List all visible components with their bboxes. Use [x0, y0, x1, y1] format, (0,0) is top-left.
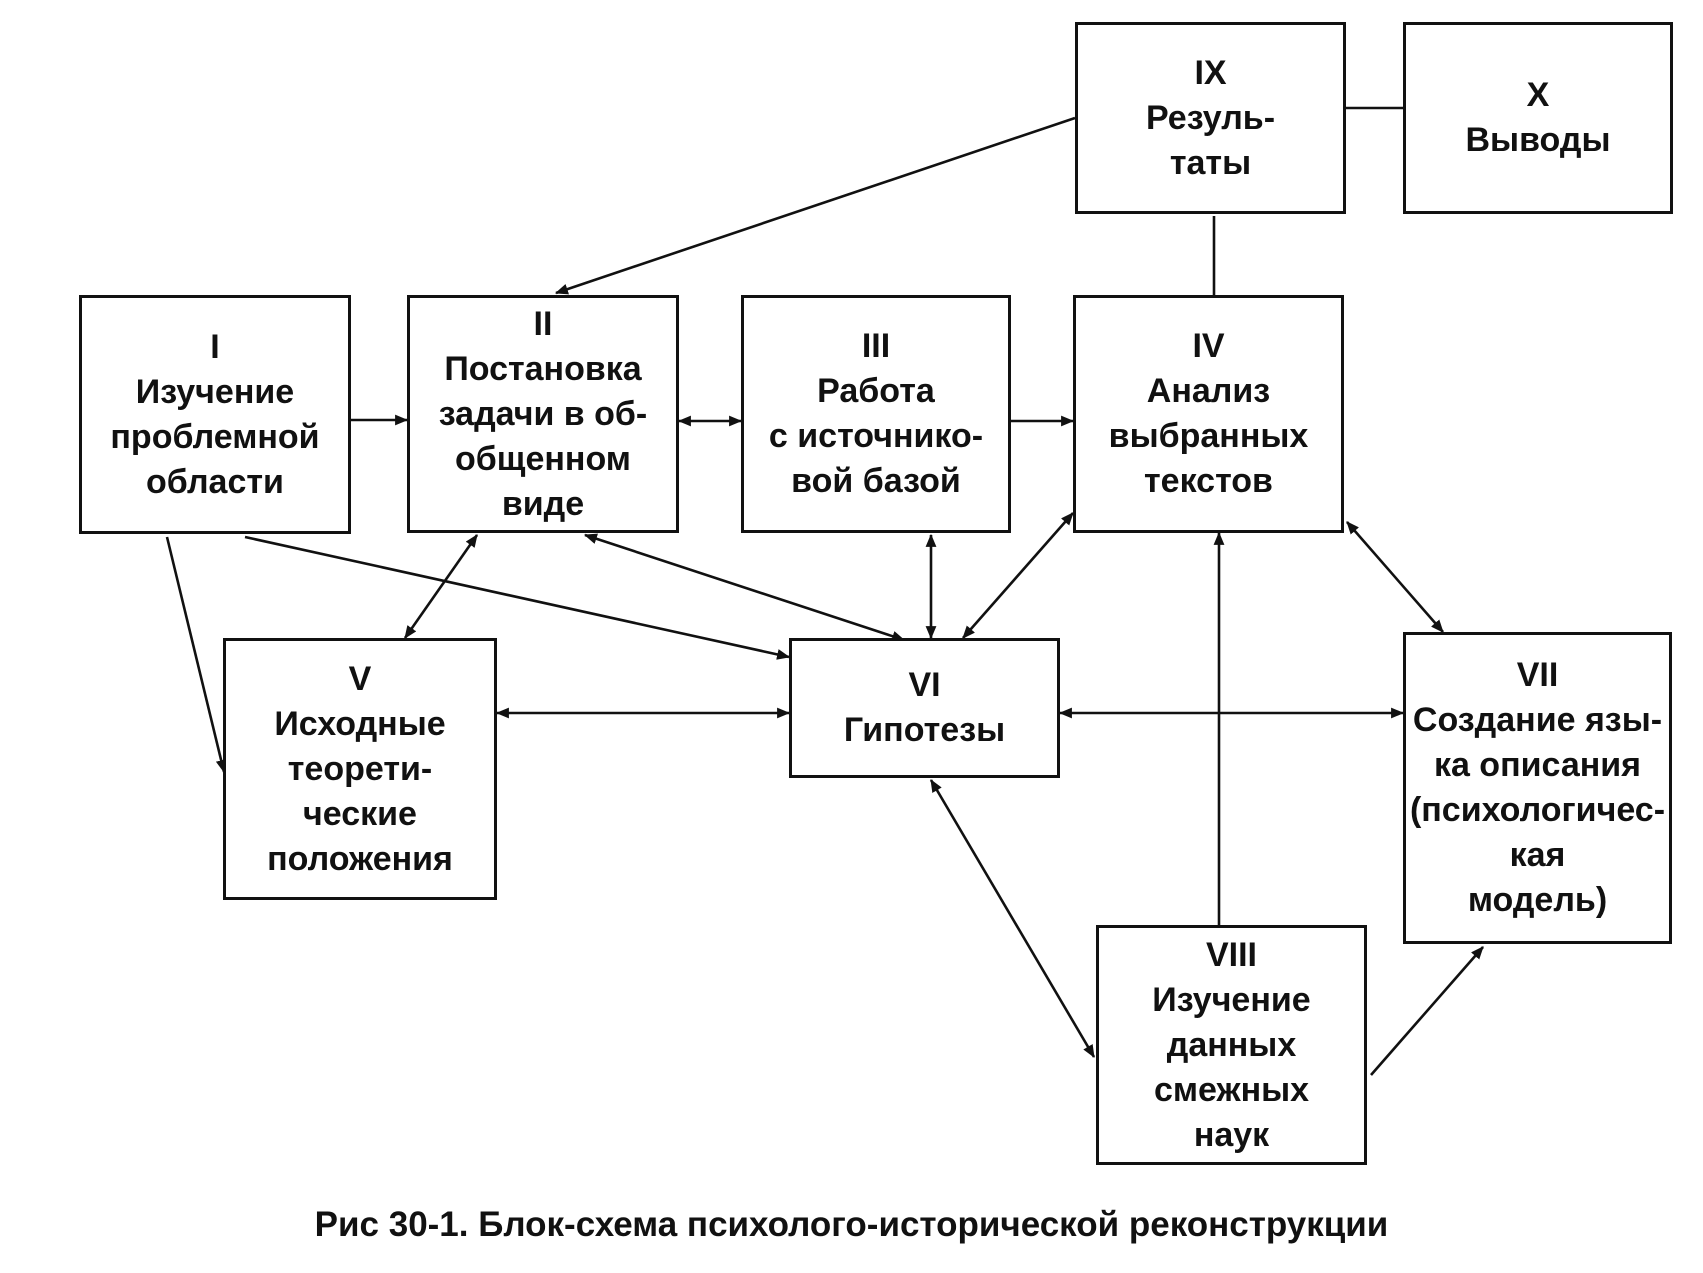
box-II-task-statement: II Постановка задачи в об- общенном виде: [407, 295, 679, 533]
box-IX-results: IX Резуль- таты: [1075, 22, 1346, 214]
figure-caption: Рис 30-1. Блок-схема психолого-историчес…: [314, 1205, 1389, 1244]
box-VIII-related-sciences: VIII Изучение данных смежных наук: [1096, 925, 1367, 1165]
box-number: II: [533, 304, 553, 343]
box-label: Гипотезы: [843, 711, 1006, 749]
connector-VIII-VII: [1370, 946, 1484, 1076]
box-number: III: [861, 327, 891, 365]
box-number: V: [348, 659, 372, 698]
box-number: I: [210, 327, 220, 366]
box-label: Выводы: [1465, 121, 1611, 159]
connector-IV-VII: [1346, 521, 1444, 633]
connector-VI-VIII: [929, 779, 1096, 1058]
box-label: Изучение данных смежных наук: [1152, 980, 1311, 1154]
box-III-source-base-work: III Работа с источнико- вой базой: [741, 295, 1011, 533]
box-label: Изучение проблемной области: [110, 372, 320, 501]
box-label: Создание язы- ка описания (психологичес-…: [1409, 701, 1666, 919]
box-I-problem-area-study: I Изучение проблемной области: [79, 295, 351, 534]
box-label: Анализ выбранных текстов: [1108, 372, 1309, 500]
box-number: VIII: [1205, 935, 1258, 974]
connector-I-V: [165, 536, 227, 774]
connector-IX-II: [554, 116, 1076, 295]
box-number: VII: [1516, 656, 1559, 694]
box-number: X: [1526, 76, 1550, 114]
box-IV-text-analysis: IV Анализ выбранных текстов: [1073, 295, 1344, 533]
box-VI-hypotheses: VI Гипотезы: [789, 638, 1060, 778]
box-label: Исходные теорети- ческие положения: [267, 704, 453, 878]
box-VII-description-language: VII Создание язы- ка описания (психологи…: [1403, 632, 1672, 944]
box-V-theoretical-positions: V Исходные теорети- ческие положения: [223, 638, 497, 900]
box-number: IV: [1192, 327, 1225, 365]
box-label: Работа с источнико- вой базой: [768, 372, 984, 500]
box-label: Постановка задачи в об- общенном виде: [438, 349, 648, 523]
box-X-conclusions: X Выводы: [1403, 22, 1673, 214]
connector-II-V: [403, 534, 479, 639]
connector-II-VI: [583, 533, 906, 642]
box-number: IX: [1194, 53, 1227, 92]
connector-IV-VI: [962, 512, 1074, 639]
box-number: VI: [908, 666, 941, 704]
box-label: Резуль- таты: [1145, 98, 1276, 182]
